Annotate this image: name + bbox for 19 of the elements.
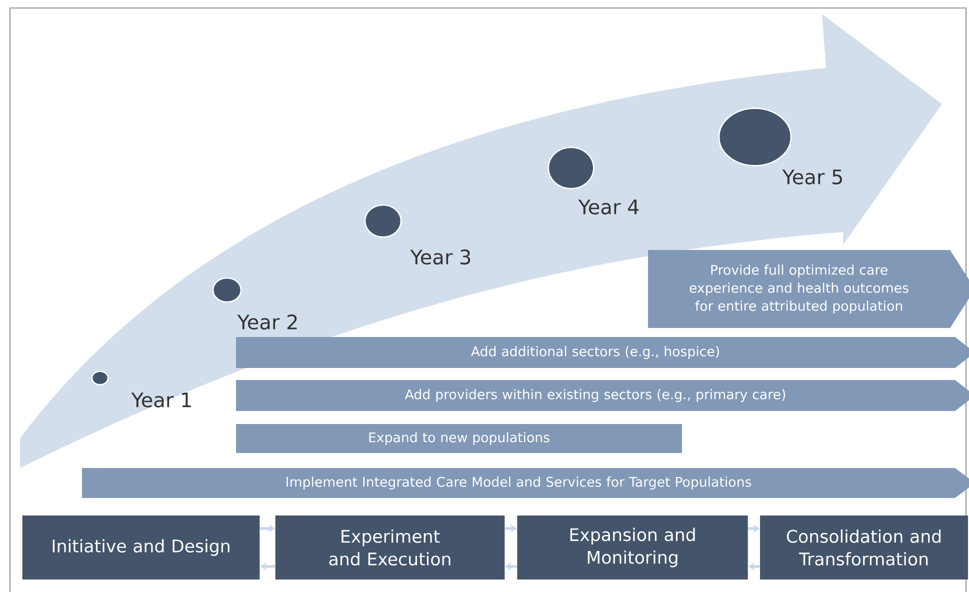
phase-box: Experiment and Execution	[275, 516, 505, 580]
phase-box: Expansion and Monitoring	[517, 516, 748, 580]
band-box: Expand to new populations	[236, 424, 682, 453]
arrow-band: Provide full optimized care experience and health outcomes for entire attributed population	[648, 250, 969, 328]
arrow-band: Add providers within existing sectors (e.g., primary care)	[236, 380, 969, 411]
year-label: Year 5	[782, 170, 842, 184]
timeline-dot	[91, 370, 109, 386]
phase-box: Consolidation and Transformation	[760, 516, 968, 580]
timeline-dot	[364, 204, 402, 238]
timeline-dot	[718, 108, 792, 166]
phase-box: Initiative and Design	[22, 516, 260, 580]
year-label: Year 4	[578, 200, 639, 214]
year-label: Year 3	[410, 249, 470, 265]
arrow-band: Implement Integrated Care Model and Services for Target Populations	[82, 468, 969, 498]
year-label: Year 2	[237, 314, 297, 330]
year-label: Year 1	[131, 392, 191, 408]
timeline-dot	[548, 146, 594, 190]
timeline-dot	[212, 277, 242, 303]
arrow-band: Add additional sectors (e.g., hospice)	[236, 337, 969, 368]
